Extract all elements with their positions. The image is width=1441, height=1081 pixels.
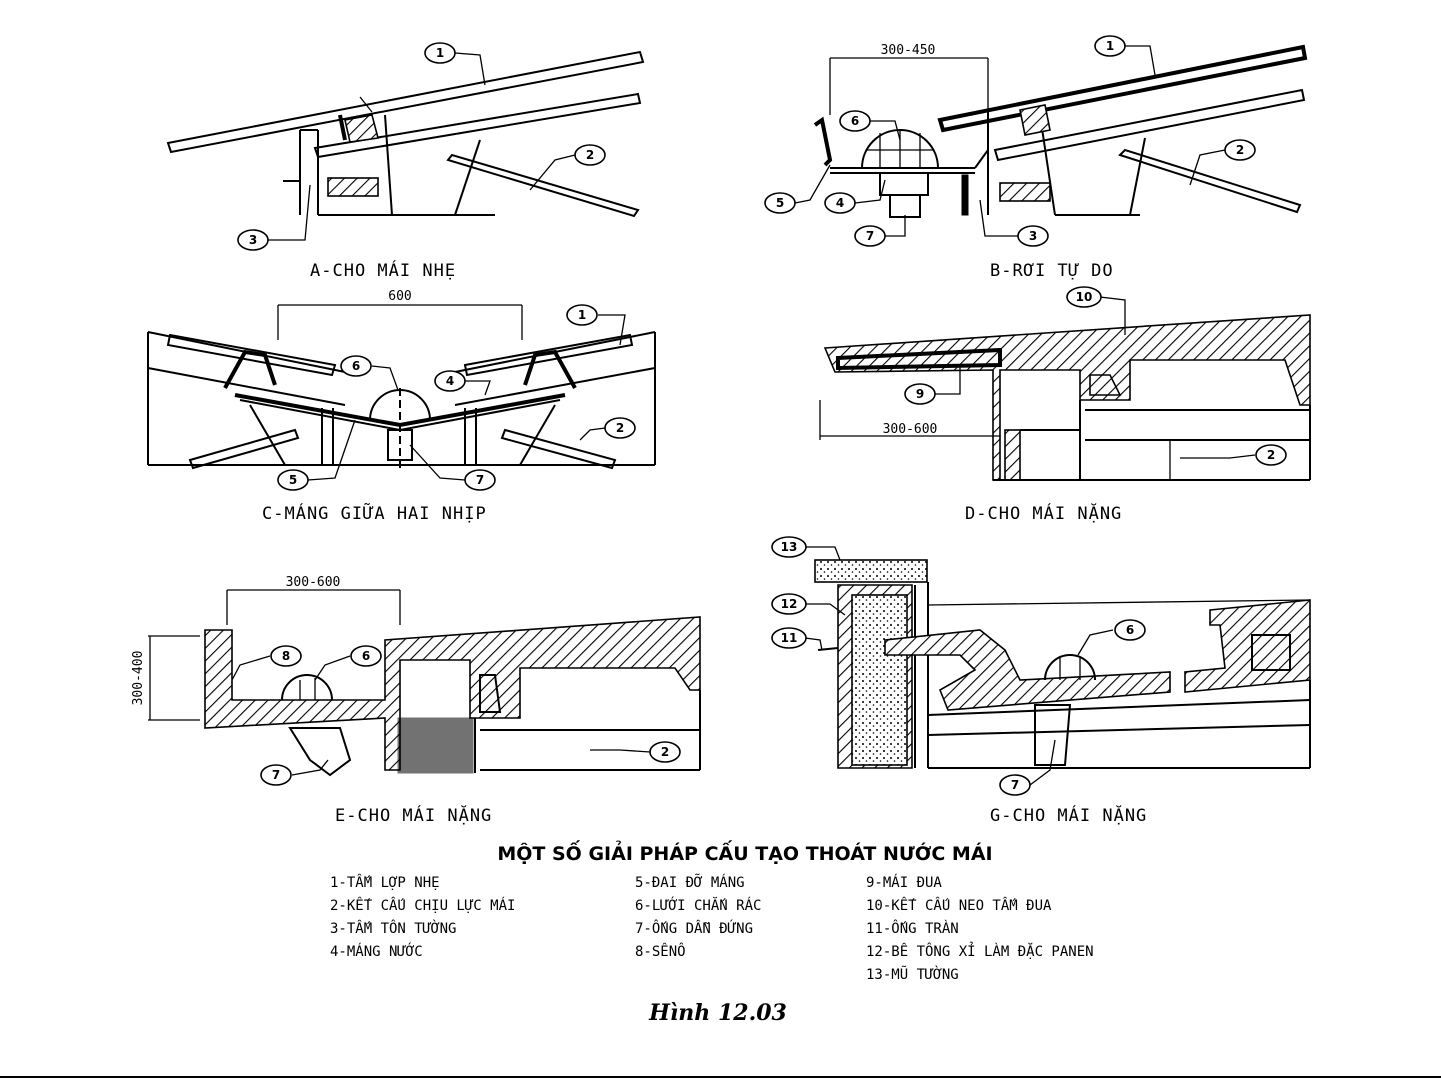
- marker-d-10: 10: [1076, 290, 1093, 304]
- detail-c: [147, 304, 656, 470]
- marker-c-6: 6: [352, 359, 360, 373]
- legend-item: 7-ỐNG DẪN ĐỨNG: [635, 919, 753, 937]
- legend-item: 5-ĐAI ĐỠ MÁNG: [635, 874, 745, 891]
- legend-item: 8-SÊNÔ: [635, 942, 686, 960]
- marker-e-6: 6: [362, 649, 370, 663]
- detail-b: [813, 44, 1308, 218]
- legend-item: 10-KẾT CẤU NEO TẤM ĐUA: [866, 896, 1052, 914]
- marker-b-6: 6: [851, 114, 859, 128]
- dimension-e-vertical: 300-400: [131, 651, 146, 706]
- marker-b-4: 4: [836, 196, 844, 210]
- marker-c-7: 7: [476, 473, 484, 487]
- dimensions: 300-450 600 300-600 300-600 300-400: [131, 43, 937, 705]
- captions: A-CHO MÁI NHẸ B-RƠI TỰ DO C-MÁNG GIỮA HA…: [262, 259, 1147, 826]
- marker-d-9: 9: [916, 387, 924, 401]
- legend-item: 3-TẤM TÔN TƯỜNG: [330, 919, 456, 937]
- marker-e-8: 8: [282, 649, 290, 663]
- legend-item: 13-MŨ TƯỜNG: [866, 965, 959, 983]
- dimension-e-horizontal: 300-600: [286, 575, 341, 590]
- caption-g: G-CHO MÁI NẶNG: [990, 804, 1147, 826]
- marker-a-1: 1: [436, 46, 444, 60]
- dimension-d: 300-600: [883, 422, 938, 437]
- legend-item: 6-LƯỚI CHẮN RÁC: [635, 896, 761, 914]
- marker-g-6: 6: [1126, 623, 1134, 637]
- marker-e-2: 2: [661, 745, 669, 759]
- dimension-c: 600: [388, 289, 411, 304]
- marker-a-3: 3: [249, 233, 257, 247]
- marker-e-7: 7: [272, 768, 280, 782]
- bottom-border-line: [0, 1076, 1441, 1078]
- marker-a-2: 2: [586, 148, 594, 162]
- marker-g-12: 12: [781, 597, 798, 611]
- caption-c: C-MÁNG GIỮA HAI NHỊP: [262, 502, 487, 524]
- detail-g: [814, 559, 1311, 769]
- detail-a: [166, 50, 645, 218]
- legend-item: 12-BÊ TÔNG XỈ LÀM ĐẶC PANEN: [866, 941, 1094, 960]
- marker-b-1: 1: [1106, 39, 1114, 53]
- marker-g-11: 11: [781, 631, 798, 645]
- legend: 1-TẤM LỢP NHẸ 2-KẾT CẤU CHỊU LỰC MÁI 3-T…: [330, 873, 1094, 983]
- detail-d: [819, 314, 1311, 481]
- marker-b-3: 3: [1029, 229, 1037, 243]
- marker-b-7: 7: [866, 229, 874, 243]
- diagram-title: MỘT SỐ GIẢI PHÁP CẤU TẠO THOÁT NƯỚC MÁI: [497, 839, 992, 865]
- legend-item: 1-TẤM LỢP NHẸ: [330, 873, 440, 891]
- legend-item: 11-ỐNG TRÀN: [866, 919, 959, 937]
- dimension-b: 300-450: [881, 43, 936, 58]
- marker-g-7: 7: [1011, 778, 1019, 792]
- marker-b-2: 2: [1236, 143, 1244, 157]
- detail-e: [148, 589, 701, 777]
- caption-d: D-CHO MÁI NẶNG: [965, 502, 1122, 524]
- marker-g-13: 13: [781, 540, 798, 554]
- marker-d-2: 2: [1267, 448, 1275, 462]
- legend-item: 9-MÁI ĐUA: [866, 874, 942, 891]
- marker-numbers: 1 2 3 1 2 3 6 4 5 7 1 2 6 4 5 7 10 9 2 8…: [249, 39, 1275, 792]
- legend-item: 2-KẾT CẤU CHỊU LỰC MÁI: [330, 896, 515, 914]
- leaders: [231, 45, 1256, 786]
- marker-c-4: 4: [446, 374, 454, 388]
- marker-c-5: 5: [289, 473, 297, 487]
- caption-a: A-CHO MÁI NHẸ: [310, 259, 456, 281]
- marker-c-1: 1: [578, 308, 586, 322]
- marker-b-5: 5: [776, 196, 784, 210]
- caption-e: E-CHO MÁI NẶNG: [335, 804, 492, 826]
- caption-b: B-RƠI TỰ DO: [990, 261, 1114, 281]
- marker-c-2: 2: [616, 421, 624, 435]
- figure-label: Hình 12.03: [648, 1000, 787, 1026]
- marker-bubbles: [237, 35, 1287, 796]
- legend-item: 4-MÁNG NƯỚC: [330, 942, 423, 960]
